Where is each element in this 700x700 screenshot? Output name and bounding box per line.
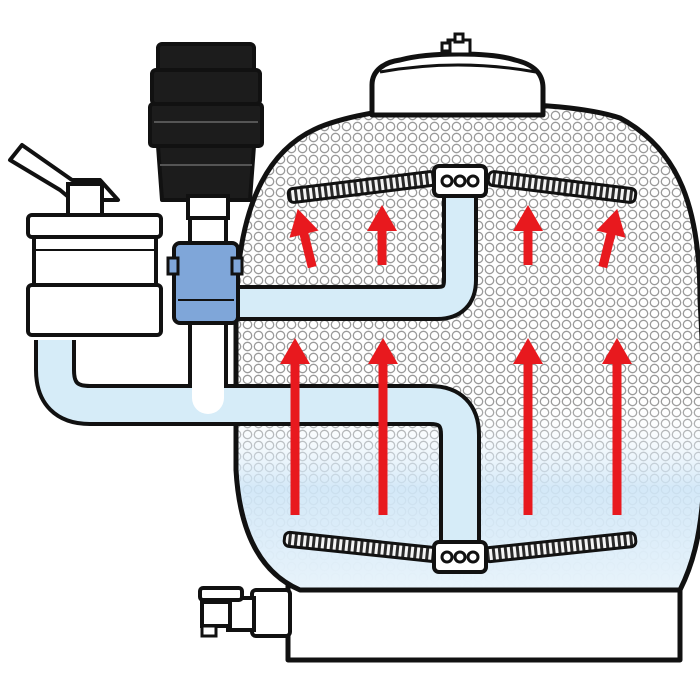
- up-arrow-icon: [513, 338, 543, 515]
- up-arrow-icon: [513, 205, 543, 265]
- up-arrow-icon: [596, 208, 626, 269]
- up-arrow-icon: [602, 338, 632, 515]
- tank-lid: [369, 51, 546, 118]
- up-arrow-icon: [289, 208, 319, 269]
- tank-base: [285, 585, 683, 663]
- up-arrow-icon: [280, 338, 310, 515]
- pressure-gauge-icon: [440, 32, 472, 56]
- sight-glass: [166, 241, 244, 325]
- multiport-valve-icon: [8, 143, 163, 337]
- up-arrow-icon: [367, 205, 397, 265]
- lower-hub: [432, 540, 488, 574]
- drain-tap-icon: [198, 586, 292, 638]
- upper-hub: [432, 164, 488, 198]
- flow-arrows: [280, 205, 632, 515]
- lower-laterals: [282, 530, 638, 564]
- pump-strainer-pot: [148, 42, 264, 220]
- up-arrow-icon: [368, 338, 398, 515]
